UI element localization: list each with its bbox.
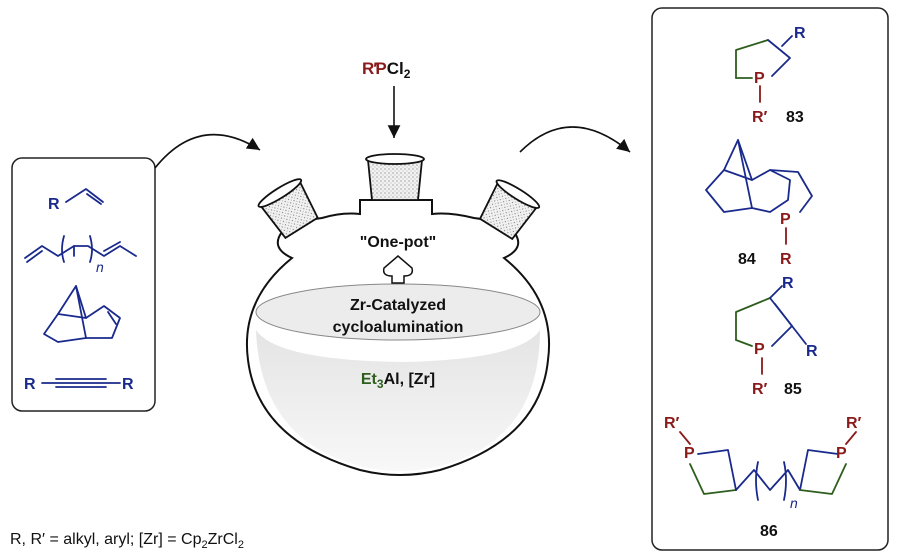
product-83: P R′ R 83	[735, 25, 806, 126]
flask-liquid	[256, 330, 540, 471]
product-85: P R′ R R 85	[735, 275, 818, 398]
reagent-rpcl2: R′PCl2	[362, 59, 411, 81]
three-neck-flask: "One-pot" Zr-Catalyzed cycloalumination …	[246, 153, 550, 476]
reagent-label: R′PCl2	[362, 59, 411, 81]
one-pot-label: "One-pot"	[360, 234, 437, 251]
substrates-box: R n R R	[11, 157, 156, 412]
center-neck-stopper	[367, 159, 423, 201]
p85-rprime: R′	[752, 381, 768, 398]
flask-reagent-label: Et3Al, [Zr]	[361, 371, 435, 391]
label-84: 84	[738, 251, 756, 268]
substrate-r-label: R	[48, 196, 60, 213]
p83-rprime: R′	[752, 109, 768, 126]
product-86: R′ P n P R′ 86	[664, 415, 862, 540]
p86-p-left: P	[684, 445, 695, 462]
p83-p: P	[754, 70, 765, 87]
label-86: 86	[760, 523, 778, 540]
p86-rprime-right: R′	[846, 415, 862, 432]
alkyne-r-left: R	[24, 376, 36, 393]
p86-n: n	[790, 495, 798, 511]
p86-p-right: P	[836, 445, 847, 462]
arrow-substrates-to-flask	[154, 133, 261, 169]
p83-r: R	[794, 25, 806, 42]
arrow-flask-to-products	[519, 126, 631, 153]
p85-r-top: R	[782, 275, 794, 292]
label-83: 83	[786, 109, 804, 126]
spade-icon	[382, 255, 414, 284]
p85-p: P	[754, 341, 765, 358]
p84-p: P	[780, 211, 791, 228]
label-85: 85	[784, 381, 802, 398]
substrate-diene: n	[24, 235, 137, 275]
substrate-n-label: n	[96, 259, 104, 275]
flask-line1: Zr-Catalyzed	[350, 297, 446, 314]
footnote: R, R′ = alkyl, aryl; [Zr] = Cp2ZrCl2	[10, 531, 244, 551]
flask-line2: cycloalumination	[333, 319, 464, 336]
p84-r: R	[780, 251, 792, 268]
substrate-alkyne: R R	[24, 376, 134, 393]
product-84: P R 84	[705, 139, 813, 268]
substrate-norbornene	[43, 285, 121, 343]
products-box: P R′ R 83 P R 84 P R′	[651, 7, 889, 551]
substrate-terminal-alkene: R	[48, 188, 104, 213]
p85-r-right: R	[806, 343, 818, 360]
alkyne-r-right: R	[122, 376, 134, 393]
p86-rprime-left: R′	[664, 415, 680, 432]
